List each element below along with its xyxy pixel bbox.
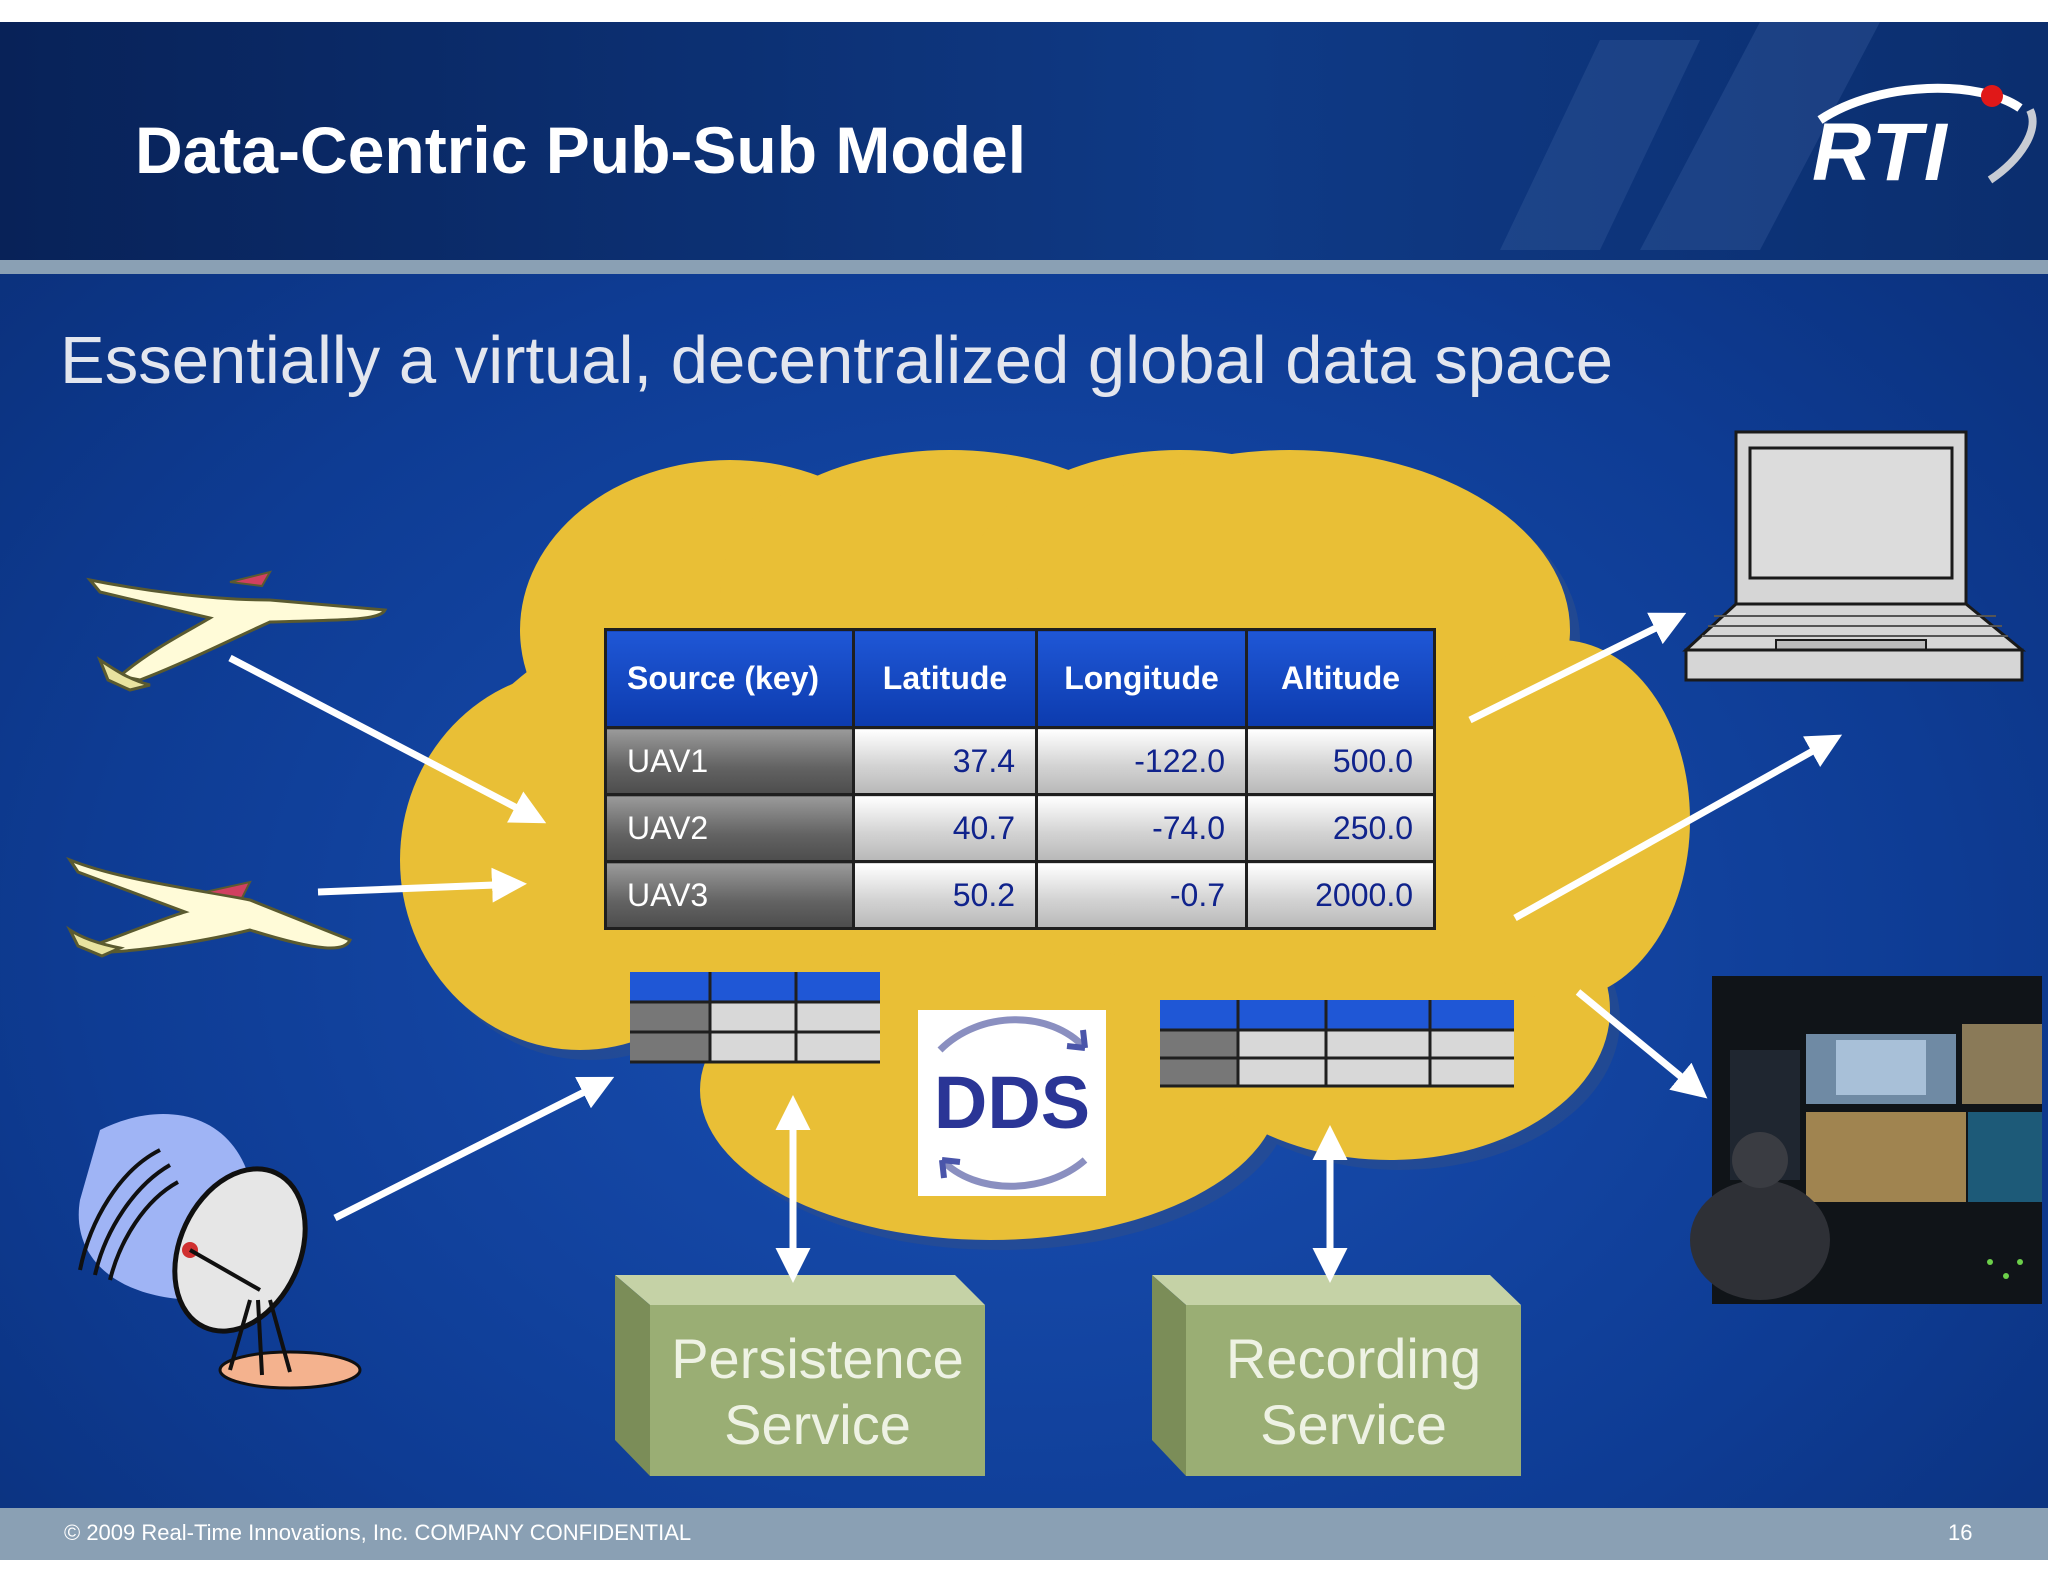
- cell-altitude: 2000.0: [1245, 860, 1436, 930]
- header-latitude: Latitude: [852, 628, 1038, 729]
- dds-logo: [918, 1010, 1106, 1196]
- recording-service-line2: Service: [1260, 1393, 1447, 1456]
- arrow-dish-to-cloud: [333, 1076, 615, 1222]
- arrow-cloud-to-station: [1575, 989, 1708, 1099]
- top-margin: [0, 0, 2048, 22]
- cell-longitude: -122.0: [1035, 726, 1248, 796]
- dds-label: DDS: [933, 1061, 1091, 1144]
- mini-table-2: [1160, 1000, 1514, 1088]
- slide-subtitle: Essentially a virtual, decentralized glo…: [60, 323, 1614, 398]
- title-divider: [0, 260, 2048, 274]
- cell-longitude: -0.7: [1035, 860, 1248, 930]
- cell-source: UAV3: [604, 860, 855, 930]
- cell-source: UAV1: [604, 726, 855, 796]
- footer-copyright: © 2009 Real-Time Innovations, Inc. COMPA…: [64, 1520, 692, 1545]
- data-space-table: Source (key) Latitude Longitude Altitude…: [604, 628, 1436, 930]
- cell-latitude: 37.4: [852, 726, 1038, 796]
- laptop-icon: [1682, 430, 2027, 682]
- arrow-uav2-to-cloud: [317, 867, 527, 903]
- arrow-uav1-to-cloud: [228, 654, 547, 824]
- cell-latitude: 40.7: [852, 793, 1038, 863]
- mini-table-1: [630, 972, 880, 1064]
- recording-service-line1: Recording: [1225, 1327, 1482, 1390]
- table-row: UAV3 50.2 -0.7 2000.0: [604, 860, 1436, 930]
- persistence-service-box: [615, 1275, 985, 1476]
- page-number: 16: [1948, 1520, 1973, 1545]
- table-row: UAV1 37.4 -122.0 500.0: [604, 726, 1436, 796]
- cell-longitude: -74.0: [1035, 793, 1248, 863]
- recording-service-box: [1152, 1275, 1521, 1476]
- cell-source: UAV2: [604, 793, 855, 863]
- uav-airplane-icon: [86, 570, 388, 692]
- arrow-cloud-to-monitor: [1513, 734, 1843, 922]
- title-band: [0, 22, 2048, 260]
- bottom-margin: [0, 1560, 2048, 1582]
- cell-altitude: 500.0: [1245, 726, 1436, 796]
- header-longitude: Longitude: [1035, 628, 1248, 729]
- cell-altitude: 250.0: [1245, 793, 1436, 863]
- footer-band: [0, 1508, 2048, 1560]
- cell-latitude: 50.2: [852, 860, 1038, 930]
- table-header-row: Source (key) Latitude Longitude Altitude: [604, 628, 1436, 729]
- uav-airplane-icon: [66, 856, 352, 958]
- title-band-decoration: [1640, 22, 1880, 250]
- persistence-service-line1: Persistence: [671, 1327, 964, 1390]
- arrow-cloud-to-laptop: [1468, 612, 1687, 724]
- recording-service-label: Recording Service: [1186, 1326, 1521, 1458]
- persistence-service-label: Persistence Service: [650, 1326, 985, 1458]
- data-flow-arrows: [228, 612, 1843, 1283]
- title-band-decoration: [1500, 40, 1700, 250]
- header-altitude: Altitude: [1245, 628, 1436, 729]
- slide-title: Data-Centric Pub-Sub Model: [135, 113, 1027, 187]
- satellite-dish-icon: [78, 1114, 362, 1390]
- persistence-service-line2: Service: [724, 1393, 911, 1456]
- rti-logo-swoosh: [1817, 83, 2037, 184]
- control-station-photo: [1690, 976, 2042, 1304]
- rti-logo: RTI: [1812, 107, 1949, 198]
- table-row: UAV2 40.7 -74.0 250.0: [604, 793, 1436, 863]
- header-source-key: Source (key): [604, 628, 855, 729]
